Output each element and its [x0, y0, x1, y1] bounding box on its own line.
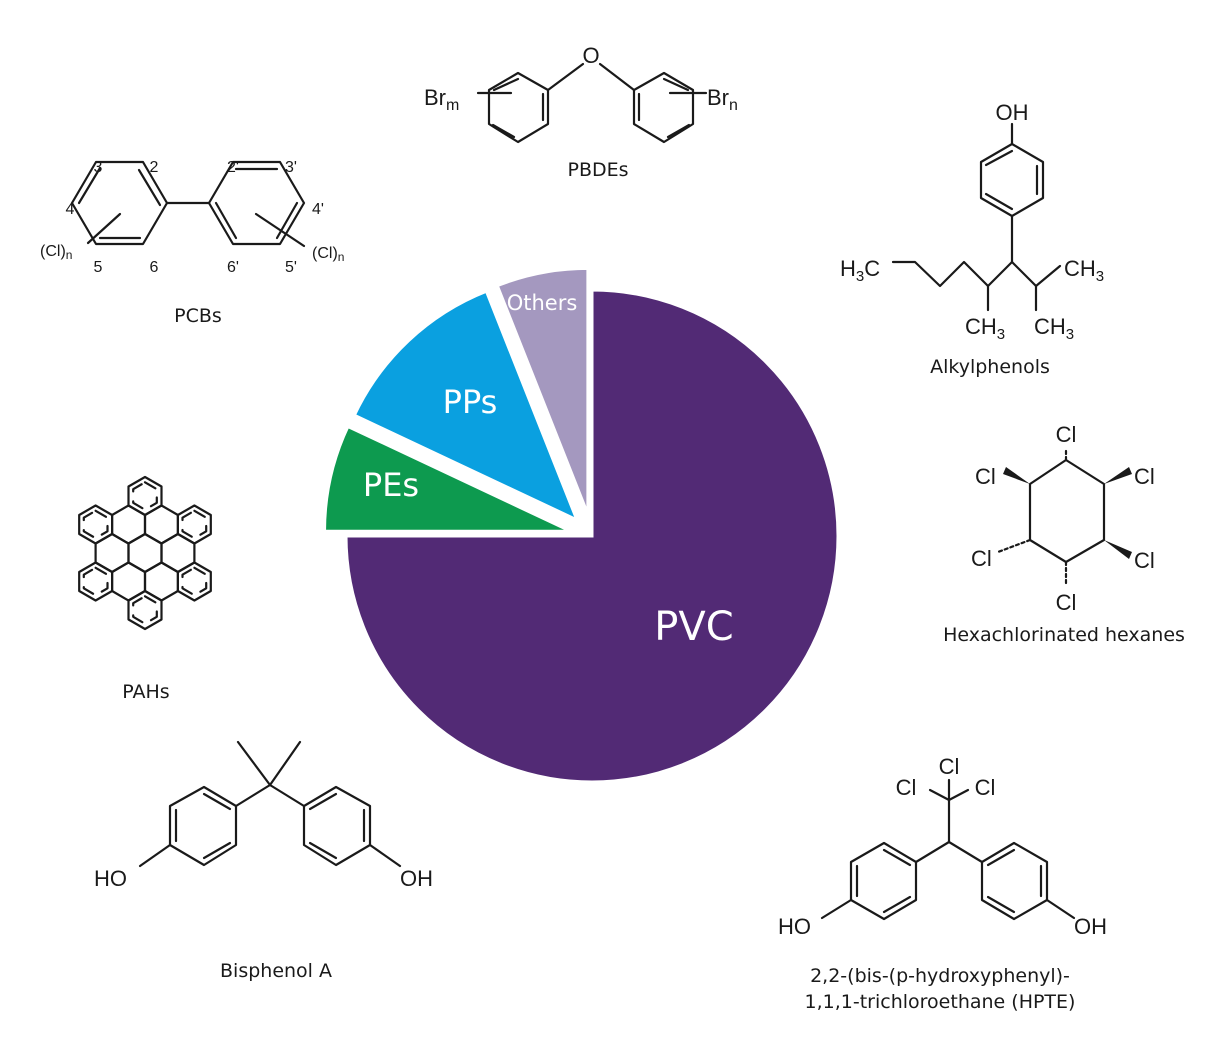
pcbs-num-2p: 2': [227, 159, 239, 176]
structure-pbdes: O Brm Brn PBDEs: [424, 43, 738, 181]
structure-hpte: Cl Cl Cl HO OH 2,2-(bis-(p-hydroxyphenyl…: [778, 754, 1107, 1013]
pahs-ring: [78, 504, 114, 545]
hpte-ho: HO: [778, 914, 811, 939]
hpte-cl-top: Cl: [939, 754, 960, 779]
pcbs-num-3: 3: [94, 159, 103, 176]
pahs-ring: [127, 589, 163, 631]
hch-cl-lower-right: Cl: [1134, 548, 1155, 573]
pahs-ring: [78, 561, 114, 602]
pbdes-caption: PBDEs: [567, 159, 628, 181]
pcbs-num-3p: 3': [285, 159, 297, 176]
pie-slice-pps: [352, 289, 580, 523]
pahs-ring-inner: [82, 509, 109, 540]
bpa-oh: OH: [400, 866, 433, 891]
pcbs-num-6: 6: [150, 259, 159, 276]
structure-alkylphenols: OH H3C CH3 CH3 CH3 Alkylphenols: [840, 100, 1104, 378]
structure-pahs: [78, 475, 212, 631]
pie-label-others: Others: [507, 291, 578, 315]
bpa-ho: HO: [94, 866, 127, 891]
pbdes-oxygen: O: [582, 43, 599, 68]
alkyl-ch3-a: CH3: [965, 314, 1005, 343]
pcbs-caption: PCBs: [174, 305, 222, 327]
hch-cl-upper-right: Cl: [1134, 464, 1155, 489]
pcbs-num-4p: 4': [312, 201, 324, 218]
hch-cl-lower-left: Cl: [971, 546, 992, 571]
pahs-caption: PAHs: [122, 681, 169, 703]
pie-label-pps: PPs: [443, 383, 498, 421]
structure-bisphenol-a: HO OH Bisphenol A: [94, 740, 433, 982]
alkyl-ch3-b: CH3: [1034, 314, 1074, 343]
pahs-ring: [127, 475, 163, 517]
structure-pcbs: 3 2 4 5 6 2' 3' 4' 6' 5' (Cl)n (Cl)n PCB…: [40, 159, 344, 327]
hch-caption: Hexachlorinated hexanes: [943, 624, 1185, 646]
pcbs-num-5: 5: [94, 259, 103, 276]
hpte-oh: OH: [1074, 914, 1107, 939]
pbdes-br-right: Brn: [707, 85, 738, 114]
hch-cl-upper-left: Cl: [975, 464, 996, 489]
hch-cl-bottom: Cl: [1056, 590, 1077, 615]
pahs-ring-inner: [82, 566, 109, 597]
hch-cl-top: Cl: [1056, 422, 1077, 447]
pcbs-num-6p: 6': [227, 259, 239, 276]
pie-slice-pes: [323, 424, 572, 533]
hpte-caption-line2: 1,1,1-trichloroethane (HPTE): [805, 991, 1076, 1013]
hpte-caption-line1: 2,2-(bis-(p-hydroxyphenyl)-: [810, 965, 1070, 987]
pcbs-num-2: 2: [150, 159, 159, 176]
pahs-ring-inner: [132, 595, 158, 625]
pie-chart: PVC PEs PPs Others: [323, 266, 840, 784]
pie-slice-pvc: [344, 288, 840, 784]
hpte-cl-right: Cl: [975, 775, 996, 800]
pie-slice-others: [495, 266, 590, 515]
alkyl-ch3-right: CH3: [1064, 256, 1104, 285]
pcbs-num-4: 4: [66, 201, 75, 218]
pahs-ring-inner: [181, 566, 208, 597]
pcbs-cl-right: (Cl)n: [312, 245, 344, 264]
alkyl-h3c: H3C: [840, 256, 880, 285]
structure-hch: Cl Cl Cl Cl Cl Cl Hexachlorinated hexane…: [943, 422, 1185, 646]
alkyl-caption: Alkylphenols: [930, 356, 1050, 378]
hpte-cl-left: Cl: [896, 775, 917, 800]
pahs-ring-inner: [132, 481, 158, 511]
pcbs-cl-left: (Cl)n: [40, 243, 72, 262]
pcbs-num-5p: 5': [285, 259, 297, 276]
pahs-ring: [176, 504, 212, 545]
pie-label-pvc: PVC: [654, 604, 733, 650]
alkyl-oh: OH: [996, 100, 1029, 125]
bpa-caption: Bisphenol A: [220, 960, 332, 982]
pie-label-pes: PEs: [363, 466, 419, 504]
pahs-ring: [176, 561, 212, 602]
pahs-ring-inner: [181, 509, 208, 540]
pbdes-br-left: Brm: [424, 85, 459, 114]
